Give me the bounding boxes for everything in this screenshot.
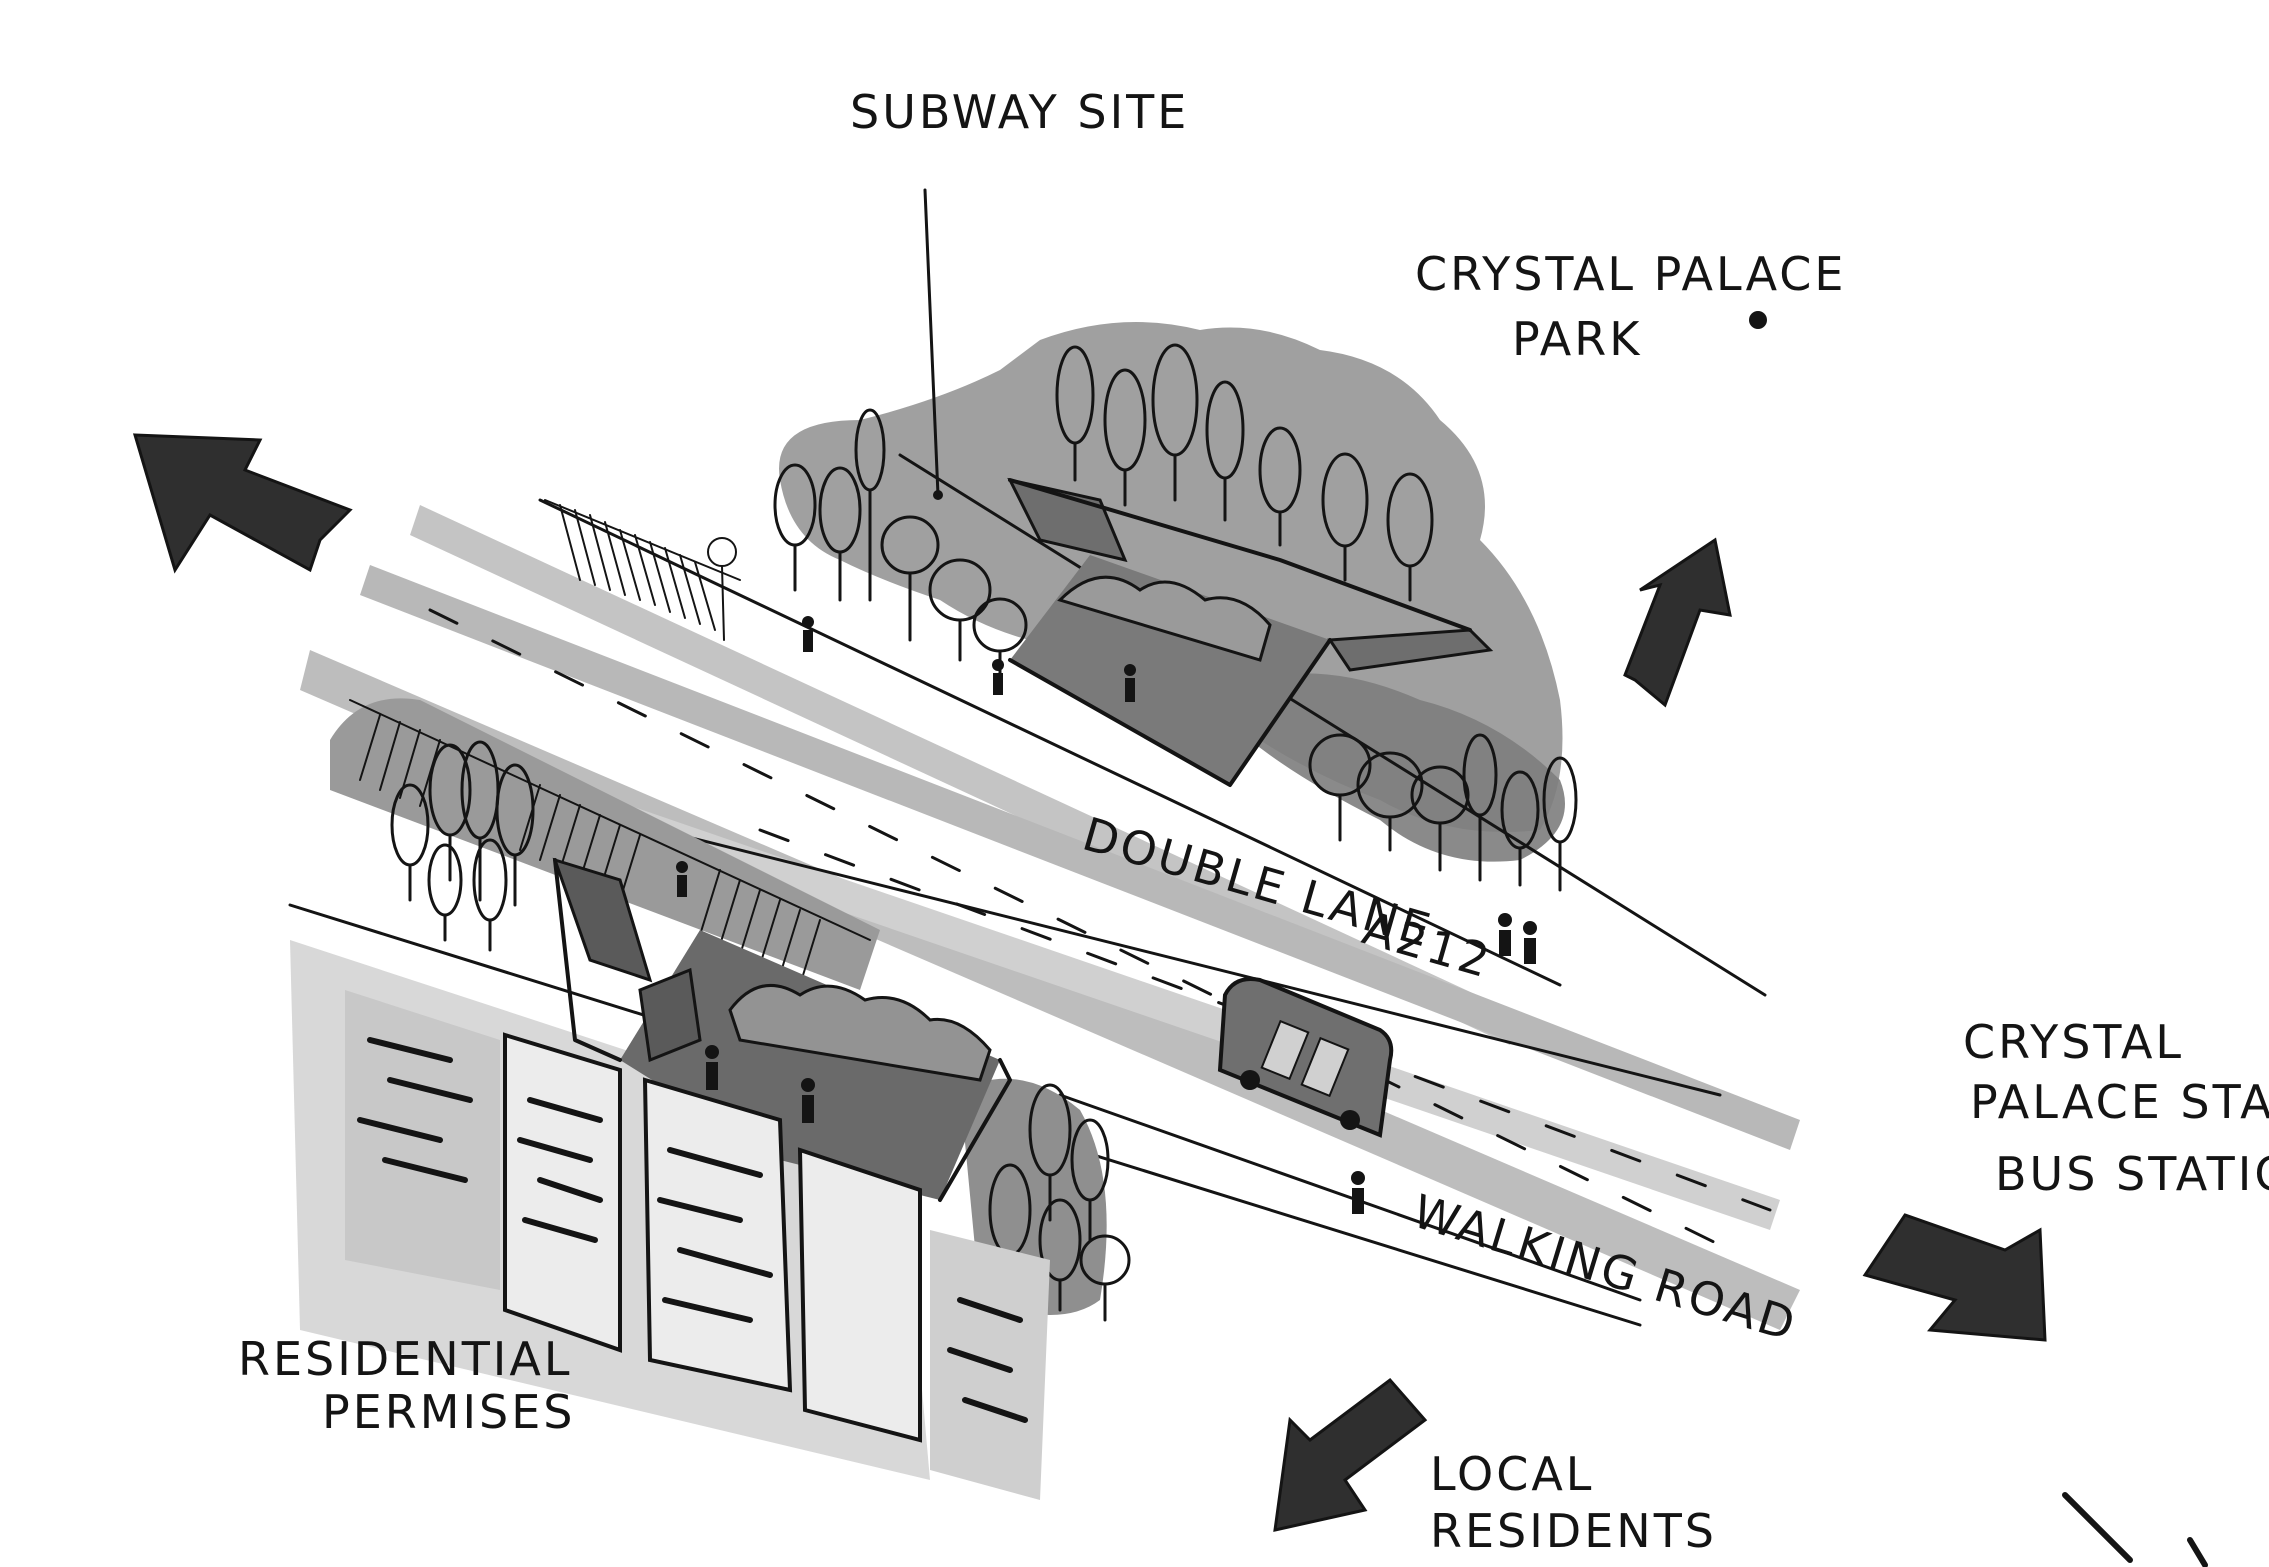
park-trees bbox=[773, 343, 1578, 892]
label-station-line2: PALACE STATION bbox=[1970, 1075, 2269, 1129]
label-local-residents-line2: RESIDENTS bbox=[1430, 1504, 1717, 1558]
label-park-line2: PARK bbox=[1512, 312, 1642, 366]
arrow-north-icon bbox=[1623, 537, 1732, 708]
subway-upper bbox=[1007, 477, 1494, 787]
road-surface bbox=[300, 505, 1800, 1330]
label-park-line1: CRYSTAL PALACE bbox=[1415, 247, 1846, 301]
park-railing bbox=[544, 499, 741, 641]
arrow-southeast-icon bbox=[1862, 1213, 2047, 1342]
corner-strokes bbox=[2062, 1492, 2208, 1567]
park-foliage bbox=[779, 322, 1565, 862]
label-residential-line2: PERMISES bbox=[322, 1385, 575, 1439]
bus-icon bbox=[1217, 977, 1394, 1138]
label-station-line1: CRYSTAL bbox=[1963, 1015, 2184, 1069]
pedestrian-figures bbox=[676, 616, 1537, 1214]
arrow-northwest-icon bbox=[132, 433, 353, 574]
label-local-residents-line1: LOCAL bbox=[1430, 1447, 1594, 1501]
label-subway-site: SUBWAY SITE bbox=[850, 85, 1189, 139]
ink-blot bbox=[1749, 311, 1767, 329]
residential-railing bbox=[349, 699, 871, 986]
residential-facade bbox=[345, 990, 1050, 1500]
label-residential-line1: RESIDENTIAL bbox=[238, 1332, 572, 1386]
arrow-southwest-icon bbox=[1273, 1377, 1428, 1532]
subway-site-marker bbox=[933, 490, 943, 500]
label-station-line3: BUS STATION bbox=[1995, 1147, 2269, 1201]
direction-arrows bbox=[132, 433, 2047, 1532]
subway-lower bbox=[552, 857, 1012, 1202]
subway-site-leader bbox=[923, 188, 940, 497]
